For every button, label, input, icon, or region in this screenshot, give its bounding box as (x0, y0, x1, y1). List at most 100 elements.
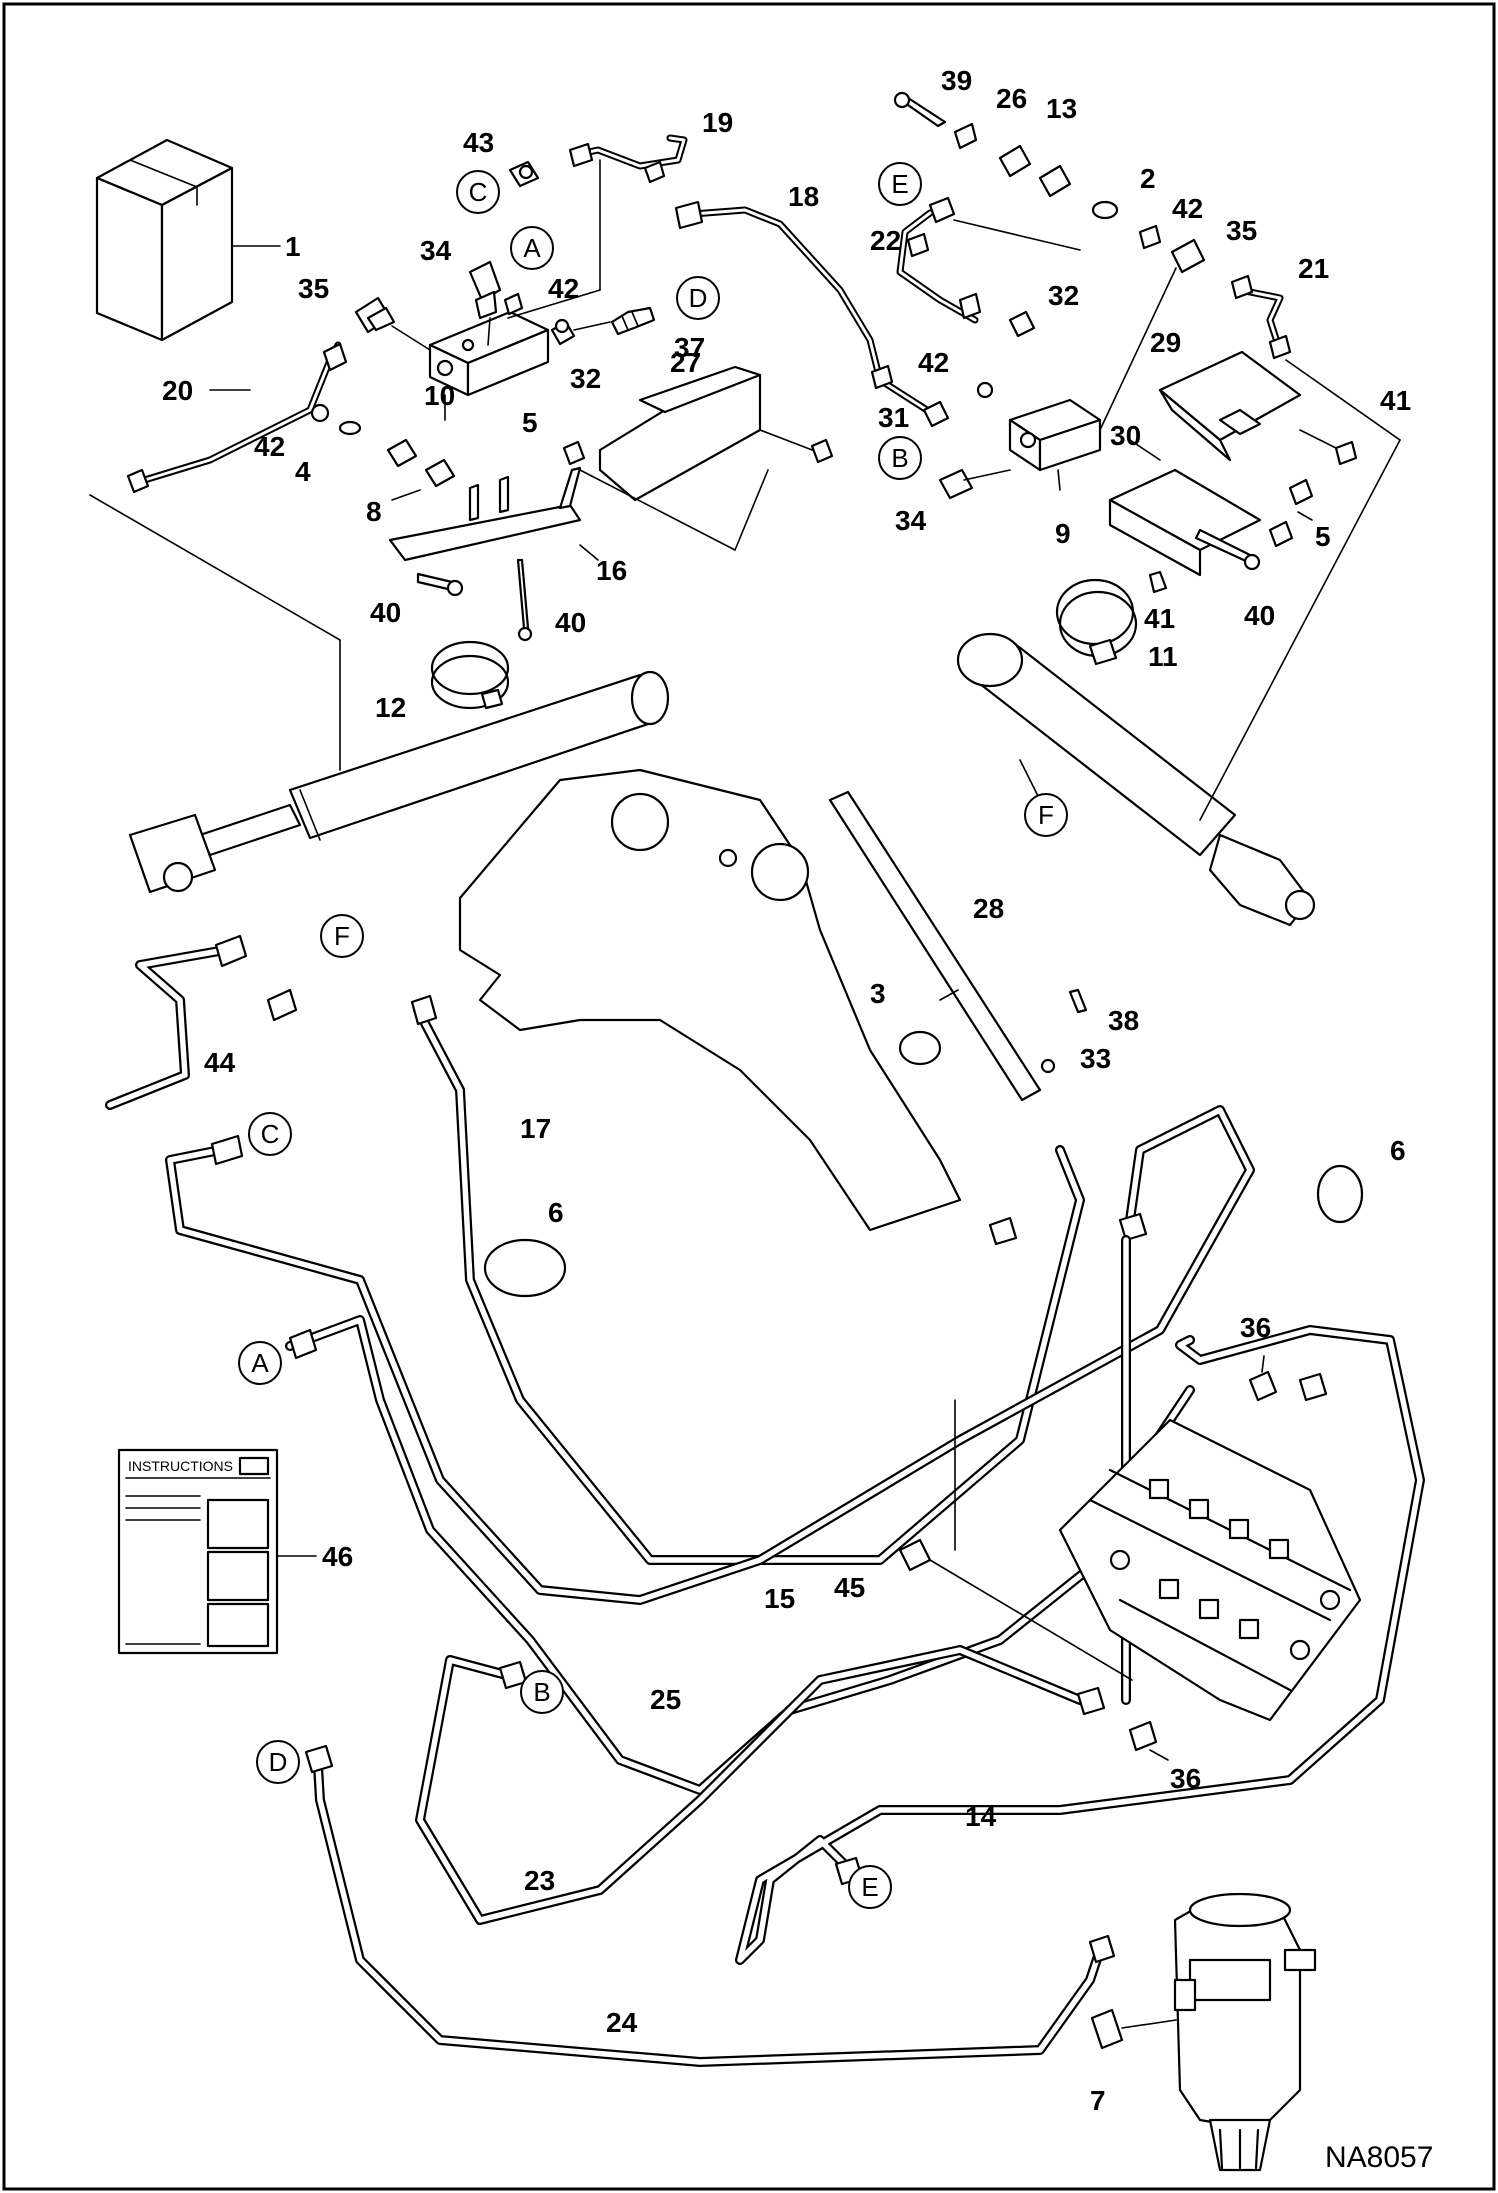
callout-16: 16 (596, 555, 627, 586)
callout-4: 4 (295, 456, 311, 487)
clamp-8 (386, 438, 456, 501)
nut-42-left (310, 403, 330, 423)
hose-15 (165, 1105, 1255, 1605)
callout-43: 43 (463, 127, 494, 158)
callout-28: 28 (973, 893, 1004, 924)
svg-text:F: F (1038, 800, 1054, 830)
hose-24 (304, 1744, 1116, 2067)
callout-31: 31 (878, 402, 909, 433)
svg-text:F: F (334, 921, 350, 951)
bracket-30 (1108, 439, 1262, 577)
callout-10: 10 (424, 380, 455, 411)
callout-42: 42 (1172, 193, 1203, 224)
nut-5-right-a (1288, 478, 1314, 506)
fitting-35-right (1099, 238, 1206, 431)
callout-9: 9 (1055, 518, 1071, 549)
hose-44 (105, 934, 298, 1110)
nut-42-right (1138, 224, 1162, 250)
tube-22 (896, 196, 1081, 324)
fitting-35-left (354, 296, 431, 351)
clamp-12 (430, 640, 510, 710)
svg-text:B: B (533, 1677, 550, 1707)
clamp-6-left (483, 1238, 567, 1298)
callout-24: 24 (606, 2007, 638, 2038)
svg-text:D: D (689, 283, 708, 313)
svg-text:C: C (469, 177, 488, 207)
bolt-40-left (416, 558, 533, 642)
elbow-fitting-34-upper (468, 260, 502, 346)
callout-14: 14 (965, 1801, 997, 1832)
svg-text:A: A (523, 233, 541, 263)
valve-block-9 (1008, 398, 1102, 491)
fitting-43 (508, 160, 540, 188)
connector-d: D (256, 1740, 300, 1784)
connector-e: E (878, 162, 922, 206)
callout-1: 1 (285, 231, 301, 262)
callout-25: 25 (650, 1684, 681, 1715)
callout-numbers: 1234556678910111213141516171819202122232… (162, 65, 1411, 2116)
rail-28 (828, 790, 1042, 1102)
plate-26 (953, 122, 978, 150)
washer-33 (1040, 1058, 1056, 1074)
callout-36: 36 (1170, 1763, 1201, 1794)
callout-34: 34 (895, 505, 927, 536)
callout-35: 35 (298, 273, 329, 304)
callout-27: 27 (670, 347, 701, 378)
callout-37: 37 (674, 332, 705, 363)
svg-text:D: D (269, 1747, 288, 1777)
callout-12: 12 (375, 692, 406, 723)
callout-11: 11 (1148, 641, 1178, 672)
callout-20: 20 (162, 375, 193, 406)
nut-42-mid (976, 381, 994, 399)
callout-41: 41 (1380, 385, 1411, 416)
tube-21 (1230, 274, 1401, 441)
callout-35: 35 (1226, 215, 1257, 246)
callout-36: 36 (1240, 1312, 1271, 1343)
callout-38: 38 (1108, 1005, 1139, 1036)
clamp-13 (998, 144, 1072, 198)
connector-c: C (248, 1112, 292, 1156)
bracket-29 (1158, 350, 1341, 462)
callout-22: 22 (870, 225, 901, 256)
hose-23 (415, 1645, 1106, 1925)
callout-13: 13 (1046, 93, 1077, 124)
instructions-label: INSTRUCTIONS (128, 1458, 233, 1474)
callout-21: 21 (1298, 253, 1329, 284)
nut-42-upper (503, 292, 524, 316)
washer-4 (338, 420, 362, 436)
callout-39: 39 (941, 65, 972, 96)
connector-f: F (1024, 793, 1068, 837)
callout-23: 23 (524, 1865, 555, 1896)
adapter-32-left (550, 318, 611, 346)
callout-40: 40 (555, 607, 586, 638)
tube-19 (507, 134, 688, 319)
bolt-40-right (1194, 528, 1261, 571)
fitting-36-lower (1128, 1720, 1158, 1752)
fitting-31 (922, 400, 950, 428)
callout-32: 32 (570, 363, 601, 394)
hose-17 (410, 994, 1085, 1565)
callout-30: 30 (1110, 420, 1141, 451)
callout-6: 6 (548, 1197, 564, 1228)
svg-text:E: E (891, 169, 908, 199)
nut-5-left (562, 440, 586, 466)
callout-32: 32 (1048, 280, 1079, 311)
bolt-39 (893, 91, 947, 128)
callout-41: 41 (1144, 603, 1175, 634)
callout-17: 17 (520, 1113, 551, 1144)
callout-5: 5 (1315, 521, 1331, 552)
callout-42: 42 (254, 431, 285, 462)
connector-b: B (878, 436, 922, 480)
svg-text:C: C (261, 1119, 280, 1149)
connector-a: A (510, 226, 554, 270)
callout-40: 40 (370, 597, 401, 628)
callout-15: 15 (764, 1583, 795, 1614)
svg-text:E: E (861, 1872, 878, 1902)
guard-27 (579, 365, 834, 551)
fitting-34-right (938, 468, 1011, 500)
swing-motor (1173, 1892, 1317, 2172)
control-valve (1058, 1418, 1362, 1722)
figure-code: NA8057 (1325, 2141, 1433, 2174)
clamp-11 (1055, 578, 1138, 666)
